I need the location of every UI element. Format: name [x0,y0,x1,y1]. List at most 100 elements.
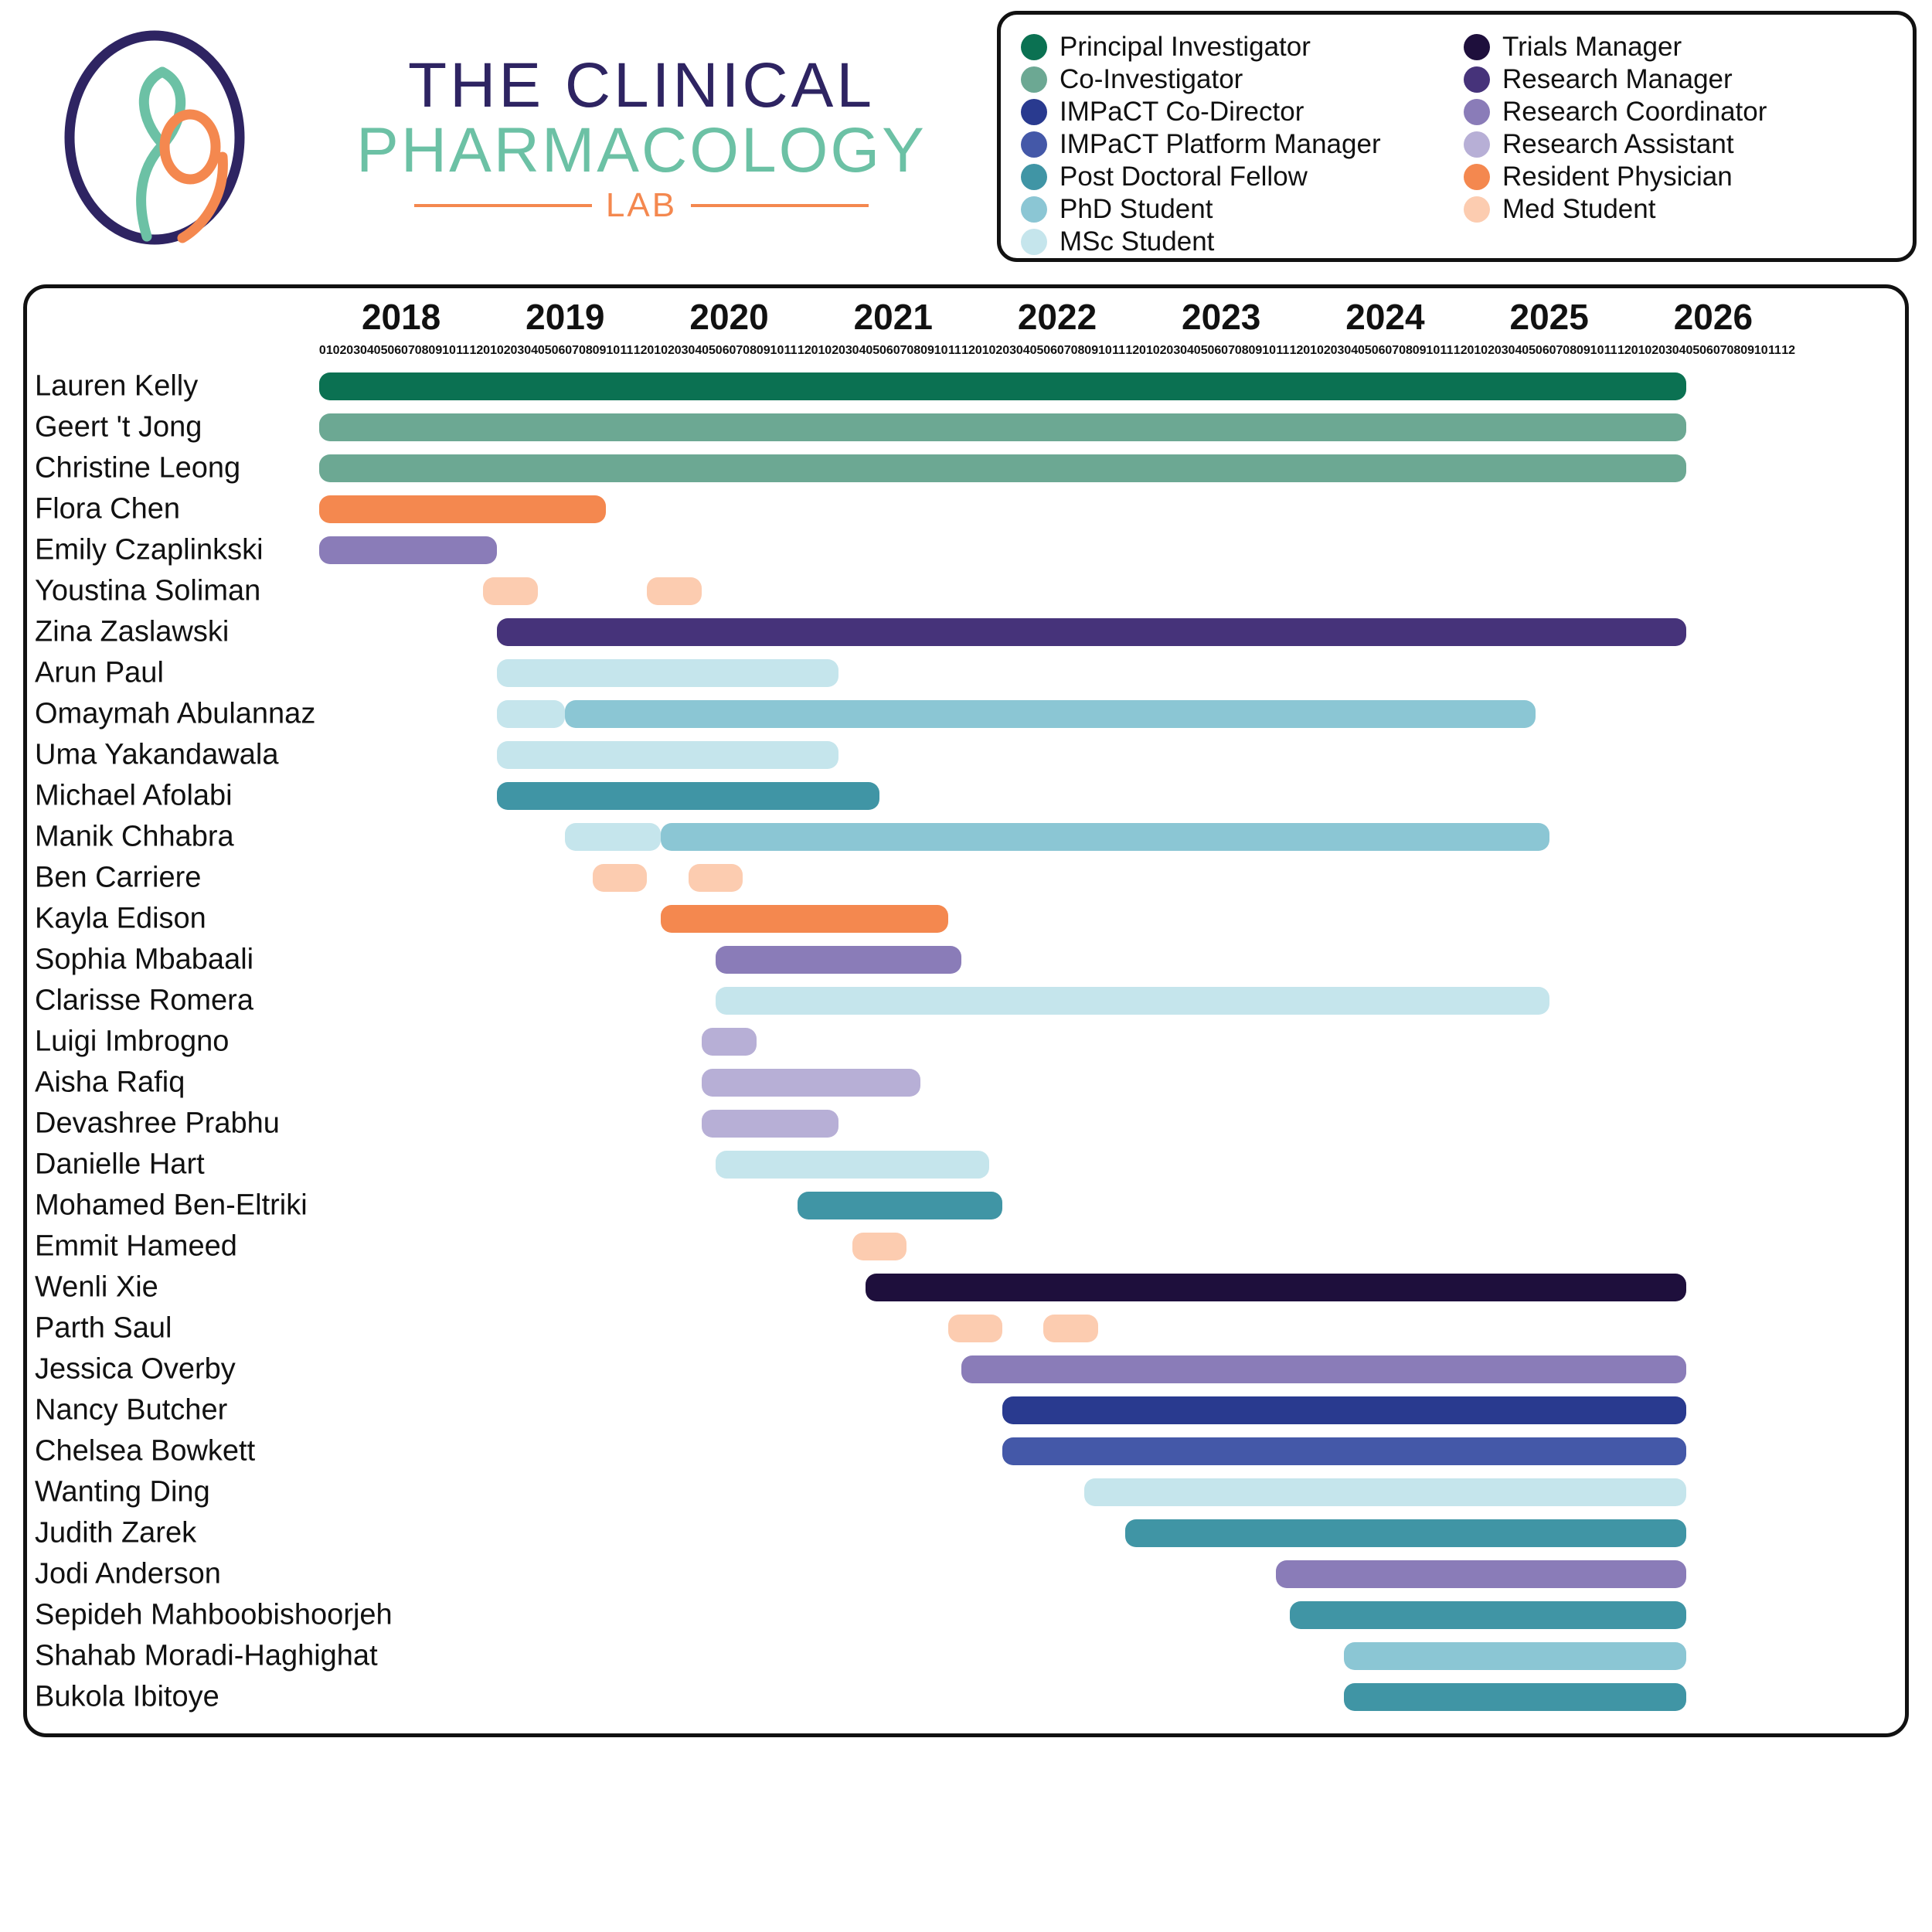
legend-item-impact-platform-manager[interactable]: IMPaCT Platform Manager [1021,129,1450,160]
row-person-name: Youstina Soliman [35,574,261,607]
gantt-bar[interactable] [483,577,538,605]
legend-item-co-investigator[interactable]: Co-Investigator [1021,64,1450,95]
gantt-bar[interactable] [852,1232,907,1260]
gantt-bar[interactable] [715,1150,989,1179]
gantt-row[interactable]: Lauren Kelly [27,366,1905,406]
gantt-bar[interactable] [702,1109,839,1138]
gantt-bar[interactable] [496,740,839,769]
legend-item-resident-physician[interactable]: Resident Physician [1464,162,1893,192]
gantt-row[interactable]: Jodi Anderson [27,1553,1905,1594]
gantt-row[interactable]: Devashree Prabhu [27,1103,1905,1144]
gantt-row[interactable]: Shahab Moradi-Haghighat [27,1635,1905,1676]
axis-month-label: 10 [1590,344,1604,357]
gantt-row[interactable]: Kayla Edison [27,898,1905,939]
gantt-row[interactable]: Omaymah Abulannaz [27,693,1905,734]
gantt-bar[interactable] [592,863,648,892]
legend-item-research-coordinator[interactable]: Research Coordinator [1464,97,1893,128]
legend-item-label: Research Manager [1502,64,1733,94]
gantt-row[interactable]: Sepideh Mahboobishoorjeh [27,1594,1905,1635]
gantt-bar[interactable] [1125,1519,1686,1547]
gantt-bar[interactable] [661,904,948,933]
gantt-row[interactable]: Luigi Imbrogno [27,1021,1905,1062]
gantt-row[interactable]: Jessica Overby [27,1349,1905,1389]
gantt-bar[interactable] [319,413,1686,441]
gantt-row[interactable]: Nancy Butcher [27,1389,1905,1430]
gantt-row[interactable]: Wanting Ding [27,1471,1905,1512]
gantt-bar[interactable] [1002,1437,1686,1465]
gantt-row[interactable]: Chelsea Bowkett [27,1430,1905,1471]
gantt-bar[interactable] [866,1273,1686,1301]
gantt-row[interactable]: Arun Paul [27,652,1905,693]
legend-item-trials-manager[interactable]: Trials Manager [1464,32,1893,63]
gantt-row[interactable]: Clarisse Romera [27,980,1905,1021]
legend-color-swatch-icon [1021,229,1047,255]
gantt-bar[interactable] [715,986,1549,1015]
gantt-bar[interactable] [565,699,1536,728]
gantt-bar[interactable] [496,699,566,728]
gantt-bar[interactable] [496,781,880,810]
gantt-row[interactable]: Flora Chen [27,488,1905,529]
gantt-row[interactable]: Zina Zaslawski [27,611,1905,652]
gantt-bar[interactable] [496,658,839,687]
gantt-bar[interactable] [702,1068,921,1097]
gantt-row[interactable]: Christine Leong [27,447,1905,488]
legend-item-post-doctoral-fellow[interactable]: Post Doctoral Fellow [1021,162,1450,192]
gantt-bar[interactable] [961,1355,1686,1383]
gantt-bar[interactable] [661,822,1549,851]
gantt-bar[interactable] [319,454,1686,482]
gantt-row[interactable]: Mohamed Ben-Eltriki [27,1185,1905,1226]
gantt-bar[interactable] [319,495,607,523]
row-person-name: Danielle Hart [35,1148,205,1180]
legend-item-med-student[interactable]: Med Student [1464,194,1893,225]
gantt-bar[interactable] [1275,1560,1686,1588]
gantt-row[interactable]: Emmit Hameed [27,1226,1905,1267]
gantt-bar[interactable] [1344,1641,1686,1670]
gantt-row[interactable]: Uma Yakandawala [27,734,1905,775]
legend-color-swatch-icon [1464,196,1490,223]
axis-month-label: 04 [524,344,539,357]
gantt-row[interactable]: Emily Czaplinkski [27,529,1905,570]
gantt-bar[interactable] [1344,1682,1686,1711]
gantt-row[interactable]: Manik Chhabra [27,816,1905,857]
gantt-row[interactable]: Youstina Soliman [27,570,1905,611]
gantt-row[interactable]: Parth Saul [27,1308,1905,1349]
gantt-bar[interactable] [319,536,497,564]
gantt-bar[interactable] [1084,1478,1686,1506]
legend-item-research-manager[interactable]: Research Manager [1464,64,1893,95]
gantt-bar[interactable] [565,822,662,851]
gantt-bar[interactable] [688,863,743,892]
axis-month-label: 05 [537,344,552,357]
gantt-row[interactable]: Danielle Hart [27,1144,1905,1185]
gantt-bar[interactable] [797,1191,1003,1219]
axis-month-label: 11 [947,344,961,357]
gantt-row[interactable]: Judith Zarek [27,1512,1905,1553]
legend-item-msc-student[interactable]: MSc Student [1021,226,1450,257]
gantt-row[interactable]: Aisha Rafiq [27,1062,1905,1103]
gantt-bar[interactable] [1289,1600,1686,1629]
logo-line-lab-row: LAB [301,189,981,223]
gantt-row[interactable]: Ben Carriere [27,857,1905,898]
axis-month-label: 11 [620,344,634,357]
gantt-row[interactable]: Bukola Ibitoye [27,1676,1905,1717]
legend-item-impact-co-director[interactable]: IMPaCT Co-Director [1021,97,1450,128]
row-person-name: Shahab Moradi-Haghighat [35,1639,378,1672]
axis-month-label: 01 [1467,344,1481,357]
gantt-row[interactable]: Geert 't Jong [27,406,1905,447]
gantt-bar[interactable] [647,577,702,605]
legend-item-principal-investigator[interactable]: Principal Investigator [1021,32,1450,63]
gantt-bar[interactable] [715,945,962,974]
gantt-row[interactable]: Sophia Mbabaali [27,939,1905,980]
gantt-bar[interactable] [1002,1396,1686,1424]
gantt-row[interactable]: Wenli Xie [27,1267,1905,1308]
legend-color-swatch-icon [1021,99,1047,125]
gantt-bar[interactable] [702,1027,757,1056]
legend-item-research-assistant[interactable]: Research Assistant [1464,129,1893,160]
gantt-bar[interactable] [1043,1314,1099,1342]
legend-item-phd-student[interactable]: PhD Student [1021,194,1450,225]
gantt-bar[interactable] [319,372,1686,400]
logo-rule-left [413,204,592,208]
gantt-bar[interactable] [947,1314,1003,1342]
gantt-bar[interactable] [496,617,1686,646]
axis-month-label: 05 [1193,344,1208,357]
gantt-row[interactable]: Michael Afolabi [27,775,1905,816]
